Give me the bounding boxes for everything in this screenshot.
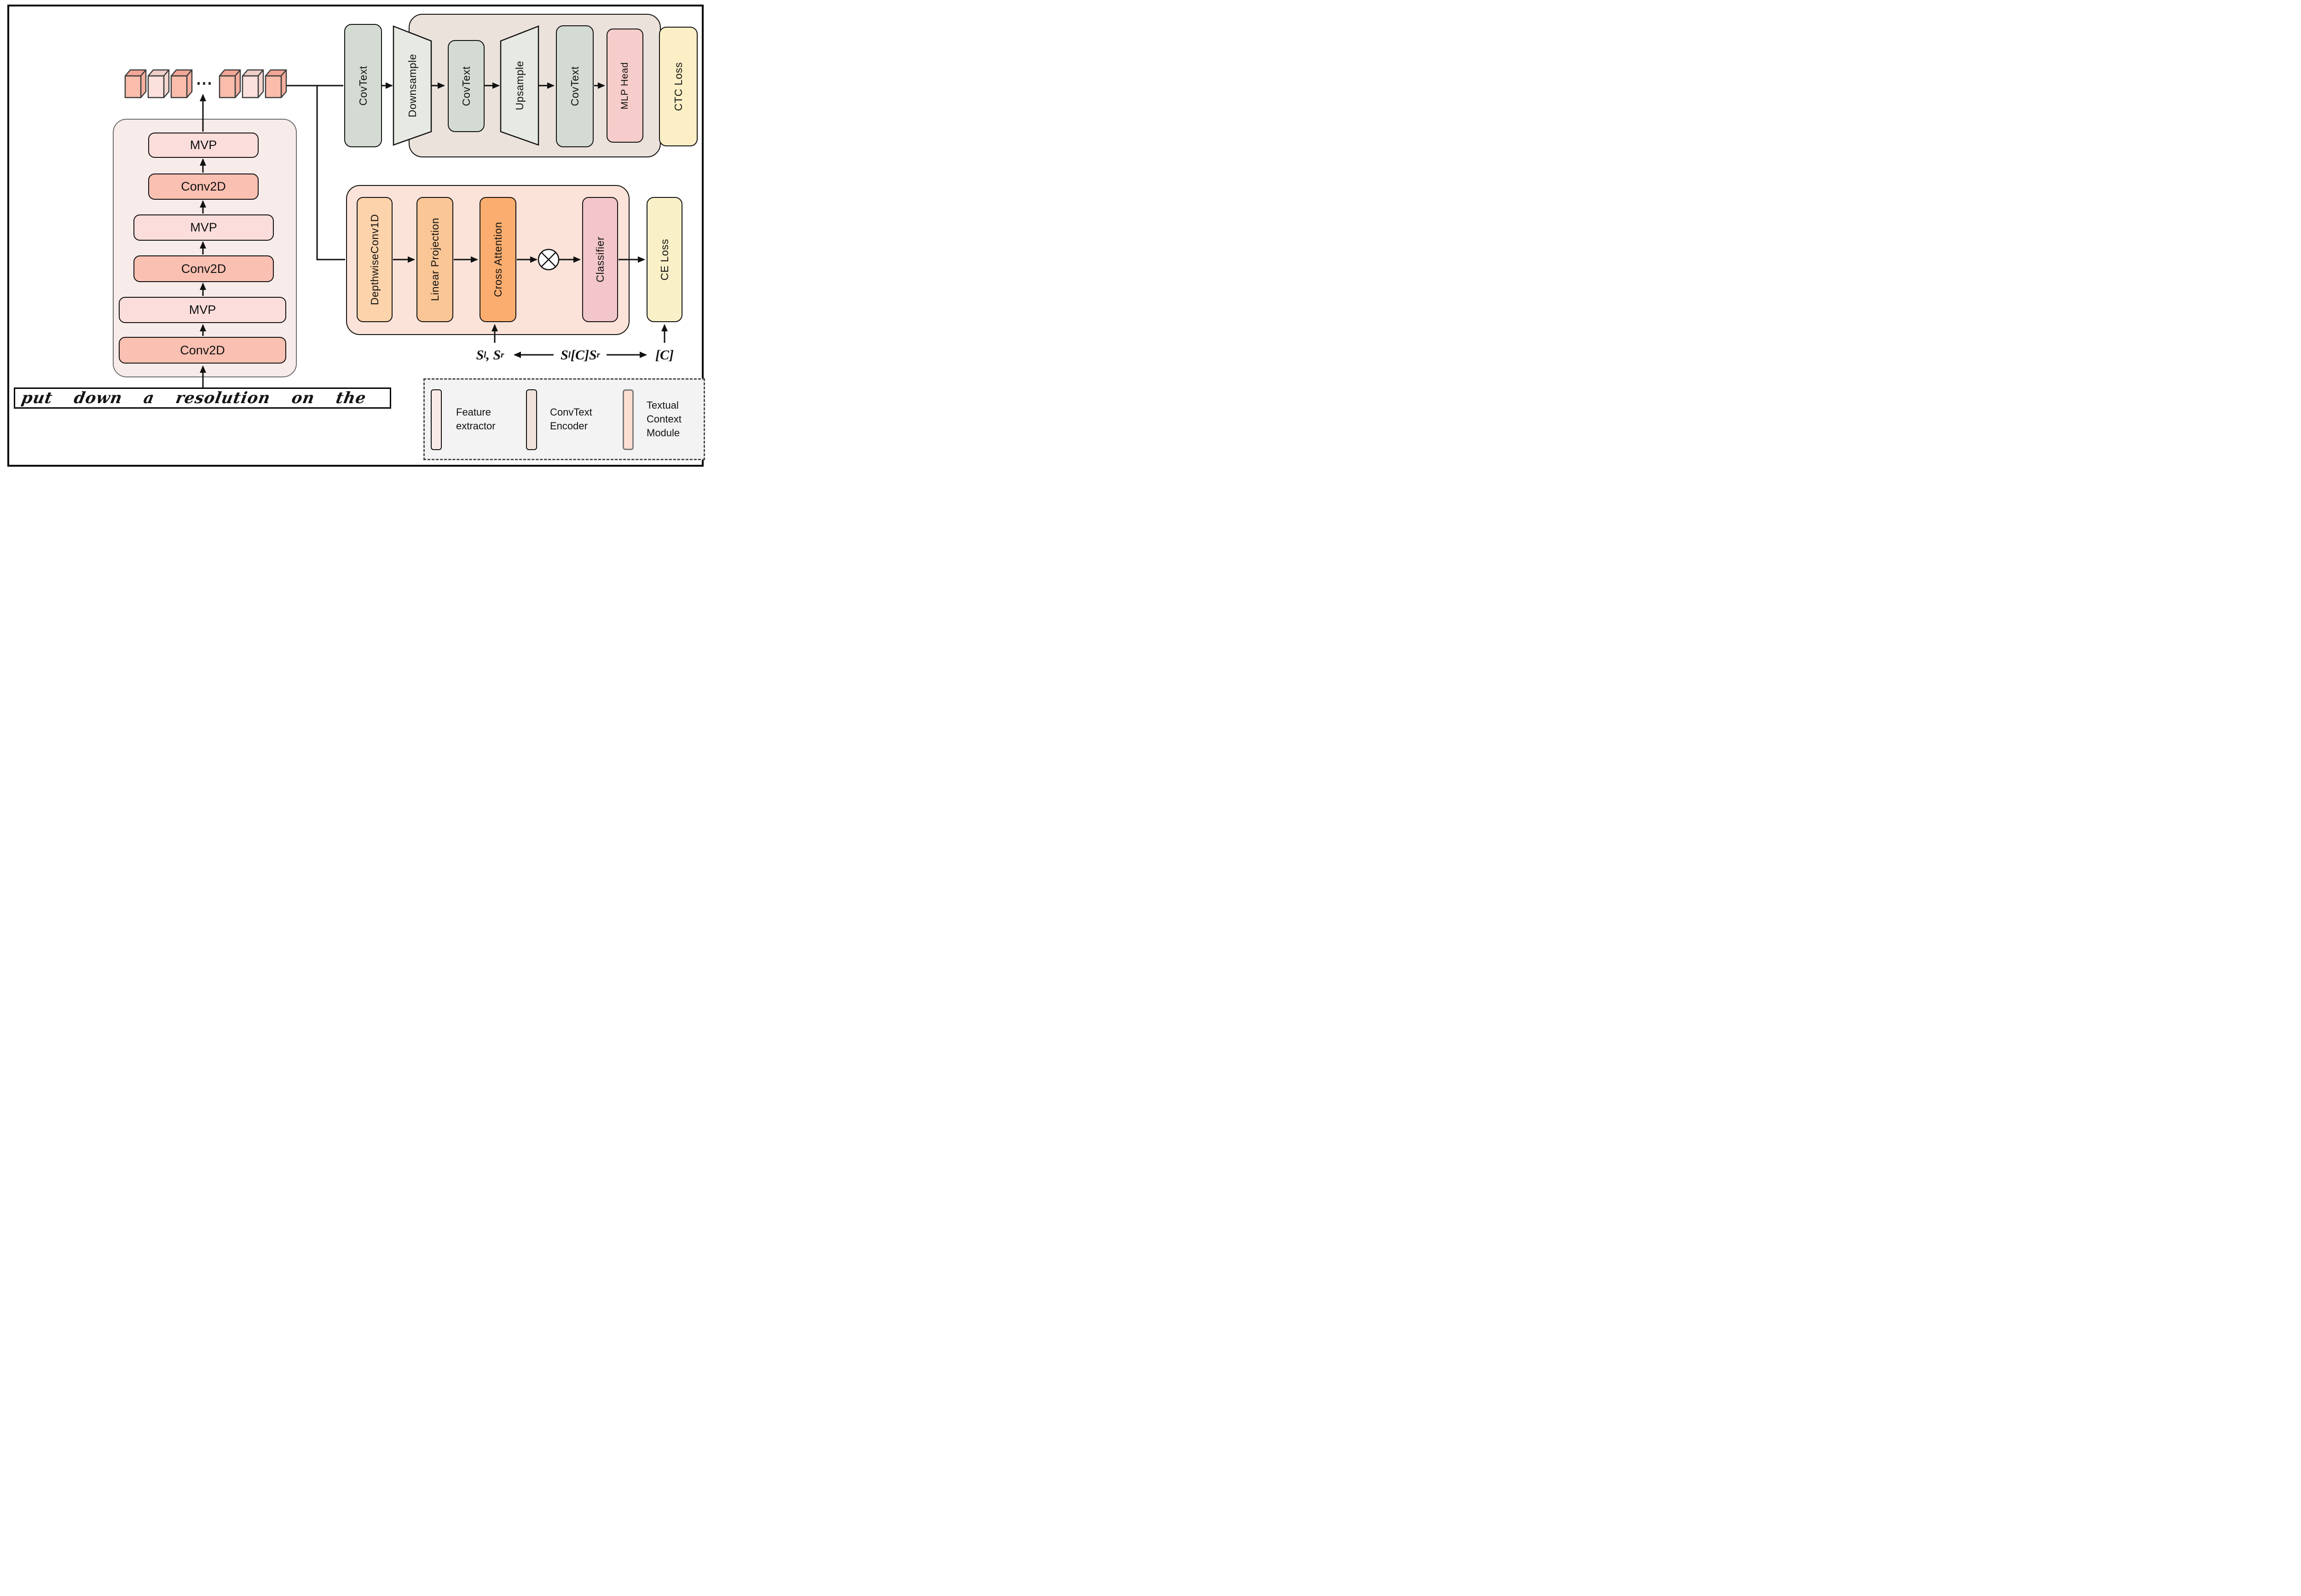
depthwise-conv1d-block: DepthwiseConv1D (357, 197, 393, 322)
architecture-diagram: Conv2D MVP Conv2D MVP Conv2D MVP ⋯ CovTe… (0, 0, 711, 471)
legend-label-textual-context-module: Textual Context Module (647, 399, 682, 439)
ctc-loss-label: CTC Loss (672, 62, 684, 111)
legend-label-convtext-encoder: ConvText Encoder (550, 406, 592, 432)
linear-projection-block: Linear Projection (416, 197, 453, 322)
feature-token-cubes (124, 69, 287, 98)
conv2d-label: Conv2D (180, 343, 225, 357)
legend-swatch-convtext-encoder (526, 389, 537, 450)
math-right: [C] (655, 347, 674, 363)
ce-loss-block: CE Loss (647, 197, 682, 322)
feature-cube (124, 69, 147, 98)
linear-projection-label: Linear Projection (428, 218, 441, 301)
legend-swatch-textual-context-module (623, 389, 634, 450)
feature-cube (265, 69, 287, 98)
classifier-label: Classifier (594, 237, 606, 283)
downsample-label-wrap: Downsample (393, 26, 431, 145)
diagram-frame (7, 5, 704, 467)
mvp-block-1: MVP (119, 297, 286, 323)
downsample-trapezoid (393, 25, 432, 146)
mvp-label: MVP (190, 220, 217, 234)
feature-cube (147, 69, 170, 98)
handwriting-text: put down a resolution on the (20, 389, 368, 407)
mvp-block-2: MVP (133, 214, 274, 241)
feature-cube (242, 69, 264, 98)
conv2d-block-1: Conv2D (119, 337, 286, 364)
tokens-ellipsis: ⋯ (193, 73, 216, 92)
legend-label-feature-extractor: Feature extractor (456, 406, 496, 432)
ce-loss-label: CE Loss (658, 238, 671, 281)
ellipsis-glyph: ⋯ (196, 73, 214, 92)
conv2d-label: Conv2D (181, 261, 226, 276)
upsample-trapezoid (500, 25, 539, 146)
conv2d-block-2: Conv2D (133, 255, 274, 282)
cross-attention-block: Cross Attention (480, 197, 516, 322)
mvp-block-3: MVP (148, 133, 259, 158)
covtext-block-2: CovText (448, 40, 485, 132)
mvp-label: MVP (190, 138, 217, 152)
mlp-head-label: MLP Head (619, 62, 630, 110)
covtext-label: CovText (460, 66, 472, 106)
feature-cube (219, 69, 241, 98)
conv2d-block-3: Conv2D (148, 173, 259, 200)
upsample-label-wrap: Upsample (501, 26, 538, 145)
covtext-label: CovText (568, 66, 581, 106)
covtext-block-1: CovText (344, 24, 382, 147)
connector-layer (124, 25, 668, 388)
line-branch-to-context-module (316, 86, 345, 260)
otimes-icon (538, 249, 560, 271)
classifier-block: Classifier (582, 197, 618, 322)
covtext-block-3: CovText (556, 25, 594, 147)
feature-cube (170, 69, 193, 98)
connector-arrows (200, 82, 668, 388)
handwriting-image: put down a resolution on the (14, 387, 391, 409)
conv2d-label: Conv2D (181, 179, 226, 193)
mvp-label: MVP (189, 303, 216, 317)
mlp-head-block: MLP Head (607, 29, 643, 143)
downsample-label: Downsample (406, 54, 418, 117)
cross-attention-label: Cross Attention (491, 222, 504, 297)
covtext-label: CovText (357, 65, 369, 106)
depthwise-conv1d-label: DepthwiseConv1D (368, 214, 381, 305)
ctc-loss-block: CTC Loss (659, 27, 698, 146)
legend-swatch-feature-extractor (431, 389, 442, 450)
upsample-label: Upsample (513, 61, 526, 110)
legend: Feature extractor ConvText Encoder Textu… (423, 378, 705, 460)
